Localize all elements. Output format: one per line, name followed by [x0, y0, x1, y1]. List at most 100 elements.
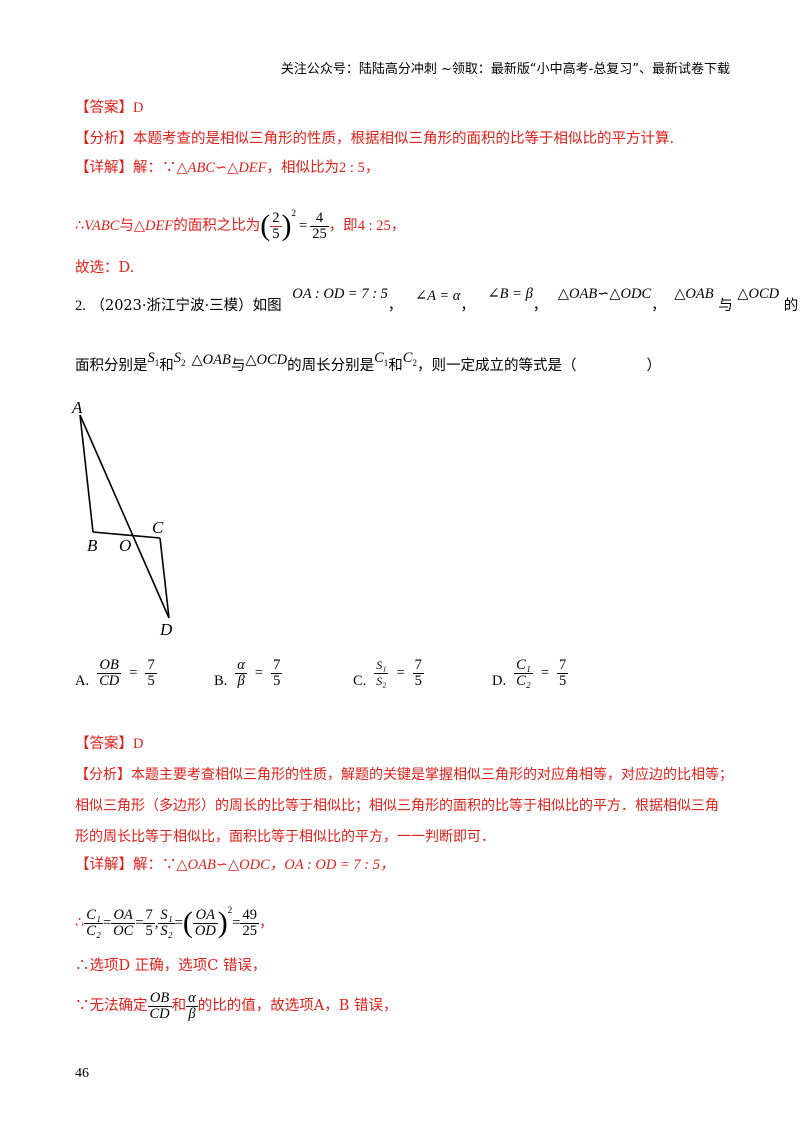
analysis-text: 本题考查的是相似三角形的性质，根据相似三角形的面积的比等于相似比的平方计算.: [133, 131, 675, 147]
math-angle-b: ∠B = β: [487, 286, 533, 302]
answer-tag: 【答案】: [75, 100, 133, 116]
label-d: D: [159, 620, 173, 639]
and-text: 与: [119, 218, 134, 234]
q1-choose: 故选：D.: [75, 260, 135, 276]
page-header: 关注公众号：陆陆高分冲刺 ~领取：最新版“小中高考-总复习”、最新试卷下载: [280, 62, 730, 77]
math-triangle-def: △DEF: [133, 218, 174, 234]
q2-analysis-3: 形的周长比等于相似比，面积比等于相似比的平方，一一判断即可．: [75, 829, 495, 845]
de-text: 的: [783, 298, 799, 314]
q2-stem-line1: 2. （2023·浙江宁波·三模）如图 OA : OD = 7 : 5， ∠A …: [75, 286, 799, 314]
equals-sign: =: [299, 218, 308, 234]
q1-answer: 【答案】D: [75, 98, 143, 118]
page-number: 46: [75, 1066, 89, 1081]
detail-prefix: 解：∵: [133, 160, 177, 176]
therefore-symbol: ∴: [75, 218, 85, 234]
detail-l4-post: 的比的值，故选项A，B 错误，: [197, 998, 398, 1014]
math-triangle-ocd-2: △OCD: [245, 352, 288, 368]
q2-answer: 【答案】D: [75, 734, 143, 754]
option-letter: A.: [75, 673, 90, 689]
math-similar-oab-odc-detail: △OAB∽△ODC: [176, 857, 270, 873]
ratio2-value: 4 : 25: [357, 218, 391, 234]
analysis-text-1: 本题主要考查相似三角形的性质，解题的关键是掌握相似三角形的对应角相等，对应边的比…: [131, 767, 733, 783]
answer-value: D: [133, 100, 144, 116]
q2-detail-line1: 【详解】解：∵△OAB∽△ODC，OA : OD = 7 : 5，: [75, 855, 394, 875]
math-triangle-abc: VABC: [84, 218, 120, 234]
q1-analysis: 【分析】本题考查的是相似三角形的性质，根据相似三角形的面积的比等于相似比的平方计…: [75, 129, 674, 149]
stem-text-b: 的周长分别是: [287, 358, 375, 374]
and-text: 与: [718, 298, 733, 314]
answer-tag: 【答案】: [75, 736, 133, 752]
ratio-value: 2 : 5: [339, 160, 365, 176]
math-c1: C1: [374, 350, 389, 368]
stem-text-a: 面积分别是: [75, 358, 148, 374]
q1-detail-line1: 【详解】解：∵△ABC∽△DEF，相似比为2 : 5，: [75, 160, 380, 176]
q2-analysis-1: 【分析】本题主要考查相似三角形的性质，解题的关键是掌握相似三角形的对应角相等，对…: [75, 765, 733, 785]
analysis-tag: 【分析】: [75, 767, 131, 783]
exponent: 2: [291, 208, 297, 218]
math-triangle-oab: △OAB: [674, 286, 714, 302]
label-a: A: [71, 398, 83, 417]
q2-analysis-2: 相似三角形（多边形）的周长的比等于相似比；相似三角形的面积的比等于相似比的平方．…: [75, 798, 719, 814]
question-number: 2.: [75, 298, 86, 314]
question-source: （2023·浙江宁波·三模）如图: [90, 298, 282, 314]
label-c: C: [152, 518, 164, 537]
label-o: O: [119, 536, 131, 555]
segment-ad: [79, 414, 170, 619]
segment-bc: [92, 531, 161, 539]
math-oa-od-detail: ，OA : OD = 7 : 5，: [269, 857, 395, 873]
ratio-text: ，相似比为: [266, 160, 340, 176]
therefore-symbol: ∴: [75, 915, 85, 931]
segment-ab: [79, 414, 94, 533]
option-letter: C.: [353, 673, 367, 689]
detail-prefix: 解：∵: [133, 857, 177, 873]
math-oa-od-ratio: OA : OD = 7 : 5: [292, 286, 388, 302]
math-angle-a: ∠A = α: [415, 288, 461, 304]
math-similar-oab-odc: △OAB∽△ODC: [557, 286, 652, 302]
he-text: 和: [159, 358, 174, 374]
q2-stem-line2: 面积分别是S1和S2△OAB与△OCD的周长分别是C1和C2，则一定成立的等式是…: [75, 350, 661, 381]
answer-value: D: [133, 736, 144, 752]
detail-tag: 【详解】: [75, 857, 133, 873]
detail-tag: 【详解】: [75, 160, 133, 176]
detail-l4-prefix: ∵无法确定: [75, 998, 148, 1014]
option-letter: B.: [214, 673, 228, 689]
math-s2: S2: [173, 350, 186, 368]
he-text: 和: [171, 998, 187, 1014]
math-similar-triangles: △ABC∽△DEF: [176, 160, 267, 176]
geometry-figure: A B O C D: [71, 398, 173, 639]
stem-text-d: ）: [646, 358, 661, 374]
math-s1: S1: [147, 350, 160, 368]
segment-cd: [159, 537, 170, 619]
he-text-2: 和: [388, 358, 403, 374]
analysis-tag: 【分析】: [75, 131, 133, 147]
area-ratio-text: 的面积之比为: [173, 218, 261, 234]
math-c2: C2: [402, 350, 417, 368]
option-letter: D.: [492, 673, 507, 689]
comma: ，: [390, 218, 406, 234]
math-triangle-oab-2: △OAB: [191, 352, 231, 368]
q2-detail-line3: ∴选项D 正确，选项C 错误，: [75, 958, 267, 974]
stem-text-c: ，则一定成立的等式是（: [416, 358, 577, 374]
math-triangle-ocd: △OCD: [737, 286, 780, 302]
ie-text: ，即: [328, 218, 358, 234]
